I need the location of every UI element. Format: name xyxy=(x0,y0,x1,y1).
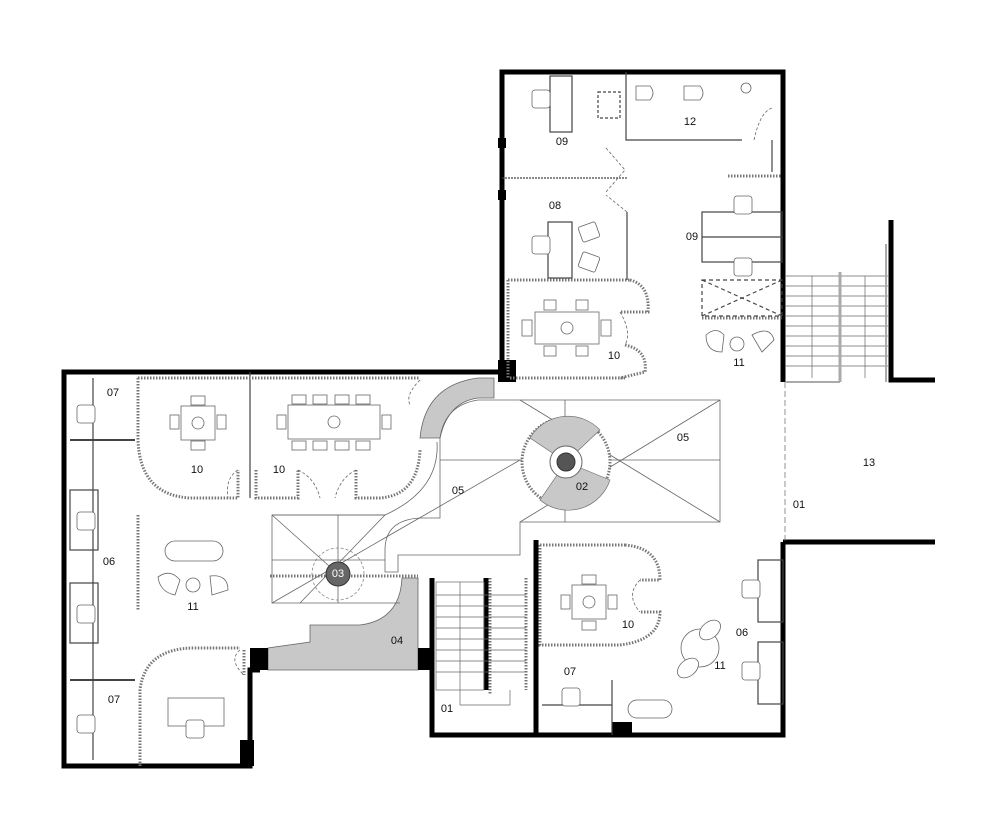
spiral-stair-02 xyxy=(520,415,612,511)
room-label-07-left-top: 07 xyxy=(107,387,119,399)
room-label-07-bottom: 07 xyxy=(564,666,576,678)
column-03 xyxy=(311,547,365,601)
room-label-01-right: 01 xyxy=(793,499,805,511)
room-label-10-left-b: 10 xyxy=(273,464,285,476)
room-label-11-bottom: 11 xyxy=(714,660,725,672)
room-label-13: 13 xyxy=(863,457,875,469)
room-labels: 09 12 08 09 10 11 07 10 10 05 05 02 13 0… xyxy=(103,116,875,715)
wall-blocks xyxy=(240,138,632,766)
stair-01-bottom xyxy=(435,581,526,706)
room-label-10-left-a: 10 xyxy=(191,464,203,476)
room-label-07-left-bottom: 07 xyxy=(108,694,120,706)
stair-exterior-right xyxy=(784,244,888,542)
dotted-partitions xyxy=(136,174,782,766)
room-label-06-left: 06 xyxy=(103,556,115,568)
room-label-05-right: 05 xyxy=(677,432,689,444)
room-label-10-top: 10 xyxy=(608,350,620,362)
room-label-11-top: 11 xyxy=(733,357,744,369)
room-label-05-center: 05 xyxy=(452,485,464,497)
room-label-09-right: 09 xyxy=(686,231,698,243)
room-label-10-bottom: 10 xyxy=(622,619,634,631)
room-label-09-top: 09 xyxy=(556,136,568,148)
room-label-12: 12 xyxy=(684,116,696,128)
furniture xyxy=(76,82,775,739)
room-label-06-right: 06 xyxy=(736,627,748,639)
room-label-02: 02 xyxy=(576,481,588,493)
room-label-08: 08 xyxy=(549,200,561,212)
room-label-03: 03 xyxy=(332,568,344,580)
stair-fills xyxy=(267,377,495,671)
room-label-04: 04 xyxy=(391,635,403,647)
room-label-11-left: 11 xyxy=(187,601,198,613)
room-label-01-bottom: 01 xyxy=(441,703,453,715)
door-swings xyxy=(227,107,773,676)
